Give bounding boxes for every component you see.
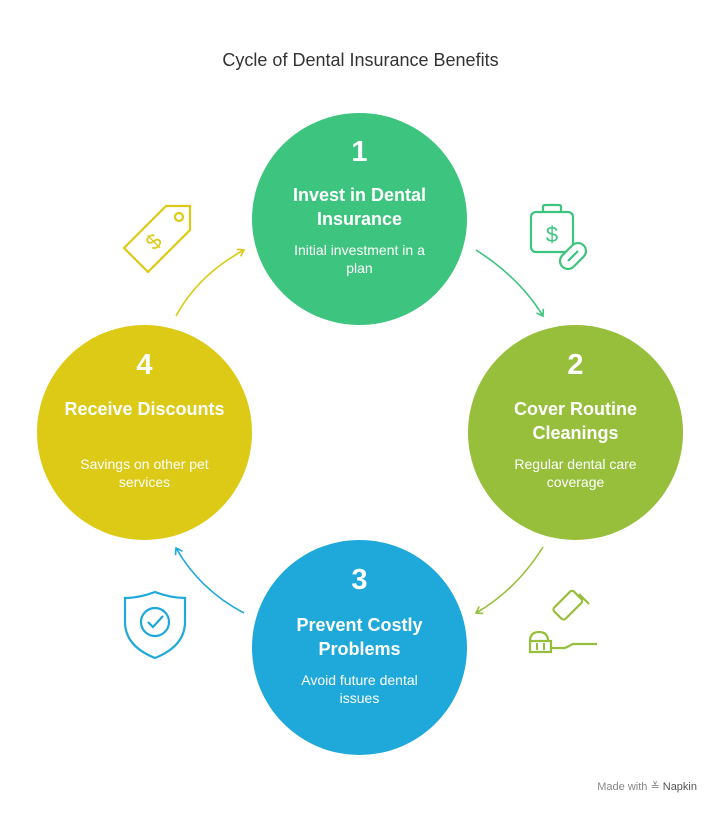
step-1-heading: Invest in Dental Insurance (292, 185, 426, 229)
step-4-circle: 4 Receive Discounts Savings on other pet… (37, 325, 252, 540)
napkin-logo-icon: ≚ (650, 781, 660, 793)
step-4-heading: Receive Discounts (64, 399, 225, 419)
step-3-number: 3 (351, 564, 368, 596)
step-3-heading: Prevent Costly Problems (296, 615, 423, 659)
step-4-number: 4 (136, 349, 153, 381)
step-2-circle: 2 Cover Routine Cleanings Regular dental… (468, 325, 683, 540)
step-1-circle: 1 Invest in Dental Insurance Initial inv… (252, 113, 467, 325)
step-2-number: 2 (567, 349, 584, 381)
arrow-4-to-1 (175, 248, 246, 317)
svg-text:$: $ (546, 222, 558, 247)
arrow-2-to-3 (474, 546, 544, 615)
diagram-title: Cycle of Dental Insurance Benefits (222, 50, 499, 70)
step-1-number: 1 (351, 136, 368, 168)
made-with-label: Made with (597, 781, 648, 793)
step-3-description: Avoid future dental issues (301, 672, 418, 706)
step-1-description: Initial investment in a plan (294, 242, 425, 276)
step-4-description: Savings on other pet services (80, 456, 209, 490)
toothbrush-toothpaste-icon (528, 589, 597, 654)
price-tag-icon: $ (122, 204, 192, 274)
medical-kit-pill-icon: $ (529, 203, 588, 271)
napkin-brand: Napkin (662, 781, 697, 793)
step-3-circle: 3 Prevent Costly Problems Avoid future d… (252, 540, 467, 755)
svg-text:$: $ (140, 228, 166, 254)
arrow-3-to-4 (174, 546, 245, 614)
arrow-1-to-2 (475, 249, 545, 318)
shield-check-icon (123, 590, 187, 660)
step-2-heading: Cover Routine Cleanings (513, 399, 637, 443)
step-2-description: Regular dental care coverage (514, 456, 637, 490)
made-with-footer: Made with ≚ Napkin (597, 780, 697, 793)
